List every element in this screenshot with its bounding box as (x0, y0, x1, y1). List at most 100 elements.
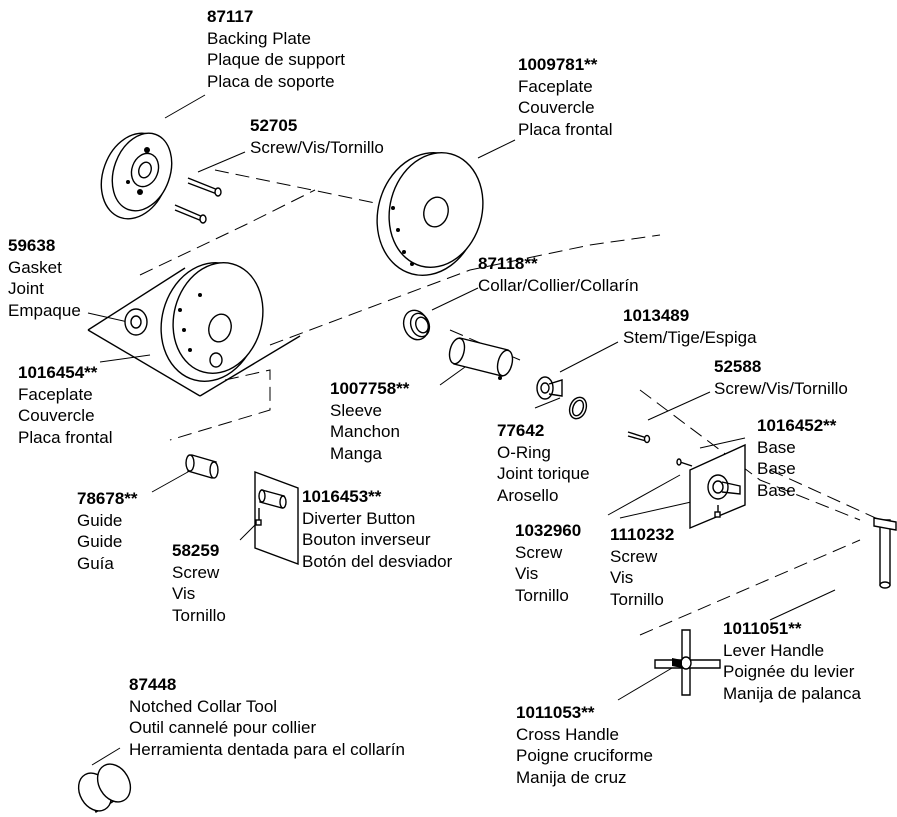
part-name: Manija de cruz (516, 767, 627, 787)
part-name: Poignée du levier (723, 662, 855, 681)
backing-plate-drawing (100, 132, 173, 220)
part-number: 58259 (172, 541, 220, 560)
diverter-drawing (254, 470, 299, 566)
part-name: Manga (330, 443, 382, 463)
part-name: Guide (77, 532, 123, 551)
part-number: 1016452** (757, 416, 837, 435)
label-87118: 87118** Collar/Collier/Collarín (478, 253, 639, 296)
leader-lines (87, 94, 836, 766)
part-number: 52705 (250, 116, 298, 135)
part-name: Joint (8, 279, 44, 298)
label-59638: 59638 Gasket Joint Empaque (8, 235, 81, 321)
label-1011053: 1011053** Cross Handle Poigne cruciforme… (516, 702, 653, 788)
part-name: Screw (172, 562, 220, 582)
part-name: Diverter Button (302, 508, 416, 528)
part-number: 78678** (77, 489, 138, 508)
part-number: 1032960 (515, 521, 582, 540)
label-1007758: 1007758** Sleeve Manchon Manga (330, 378, 409, 464)
part-name: O-Ring (497, 442, 551, 462)
part-number: 1009781** (518, 55, 598, 74)
stem-oring-drawing (536, 376, 588, 420)
part-name: Couvercle (518, 98, 595, 117)
part-number: 1007758** (330, 379, 410, 398)
part-name: Joint torique (497, 464, 590, 483)
part-name: Gasket (8, 257, 62, 277)
part-name: Notched Collar Tool (129, 696, 278, 716)
part-name: Vis (172, 584, 196, 603)
label-52588: 52588 Screw/Vis/Tornillo (714, 356, 848, 399)
part-name: Placa frontal (518, 119, 613, 139)
part-number: 87118** (478, 254, 538, 273)
label-1009781: 1009781** Faceplate Couvercle Placa fron… (518, 54, 613, 140)
part-number: 59638 (8, 236, 56, 255)
label-78678: 78678** Guide Guide Guía (77, 488, 138, 574)
assembly-axis-lines (139, 169, 881, 636)
part-name: Stem/Tige/Espiga (623, 327, 757, 347)
part-number: 1013489 (623, 306, 690, 325)
label-1032960: 1032960 Screw Vis Tornillo (515, 520, 581, 606)
label-1110232: 1110232 Screw Vis Tornillo (610, 524, 674, 610)
screw-right-drawing (627, 431, 651, 444)
part-name: Tornillo (515, 585, 569, 605)
gasket-faceplate-drawing (87, 262, 301, 397)
part-name: Tornillo (172, 605, 226, 625)
part-number: 1011051** (723, 619, 802, 638)
faceplate-top-drawing (376, 152, 484, 276)
part-name: Screw/Vis/Tornillo (714, 378, 848, 398)
screw-pair-drawing (174, 177, 222, 224)
part-name: Arosello (497, 485, 559, 505)
part-name: Botón del desviador (302, 551, 453, 571)
part-name: Outil cannelé pour collier (129, 718, 317, 737)
part-name: Base (757, 437, 796, 457)
part-name: Base (757, 480, 796, 500)
part-name: Faceplate (18, 384, 93, 404)
label-52705: 52705 Screw/Vis/Tornillo (250, 115, 384, 158)
part-name: Poigne cruciforme (516, 746, 654, 765)
part-name: Screw (515, 542, 563, 562)
part-name: Guía (77, 553, 114, 573)
label-87448: 87448 Notched Collar Tool Outil cannelé … (129, 674, 405, 760)
part-name: Placa frontal (18, 427, 113, 447)
part-name: Backing Plate (207, 28, 311, 48)
part-name: Manchon (330, 422, 400, 441)
part-number: 1016453** (302, 487, 382, 506)
part-name: Herramienta dentada para el collarín (129, 739, 405, 759)
part-name: Base (757, 459, 796, 478)
part-number: 87448 (129, 675, 177, 694)
part-name: Couvercle (18, 406, 95, 425)
lever-handle-drawing (873, 517, 897, 589)
label-1013489: 1013489 Stem/Tige/Espiga (623, 305, 757, 348)
label-1011051: 1011051** Lever Handle Poignée du levier… (723, 618, 861, 704)
part-name: Sleeve (330, 400, 382, 420)
base-drawing (676, 443, 746, 530)
collar-tool-drawing (77, 763, 132, 813)
label-1016452: 1016452** Base Base Base (757, 415, 836, 501)
sleeve-drawing (448, 337, 514, 380)
part-name: Vis (610, 568, 634, 587)
part-name: Manija de palanca (723, 683, 861, 703)
part-name: Placa de soporte (207, 71, 335, 91)
label-58259: 58259 Screw Vis Tornillo (172, 540, 226, 626)
part-name: Cross Handle (516, 724, 619, 744)
guide-drawing (185, 454, 219, 479)
part-name: Guide (77, 510, 123, 530)
label-1016454: 1016454** Faceplate Couvercle Placa fron… (18, 362, 113, 448)
part-name: Vis (515, 564, 539, 583)
part-name: Collar/Collier/Collarín (478, 275, 639, 295)
collar-drawing (402, 309, 431, 341)
part-name: Bouton inverseur (302, 530, 431, 549)
part-name: Screw/Vis/Tornillo (250, 137, 384, 157)
part-name: Tornillo (610, 589, 664, 609)
part-name: Faceplate (518, 76, 593, 96)
label-77642: 77642 O-Ring Joint torique Arosello (497, 420, 590, 506)
part-name: Plaque de support (207, 50, 345, 69)
part-number: 1016454** (18, 363, 98, 382)
part-name: Lever Handle (723, 640, 825, 660)
label-1016453: 1016453** Diverter Button Bouton inverse… (302, 486, 452, 572)
part-number: 87117 (207, 7, 254, 26)
part-name: Empaque (8, 300, 81, 320)
part-number: 1011053** (516, 703, 595, 722)
part-number: 52588 (714, 357, 762, 376)
